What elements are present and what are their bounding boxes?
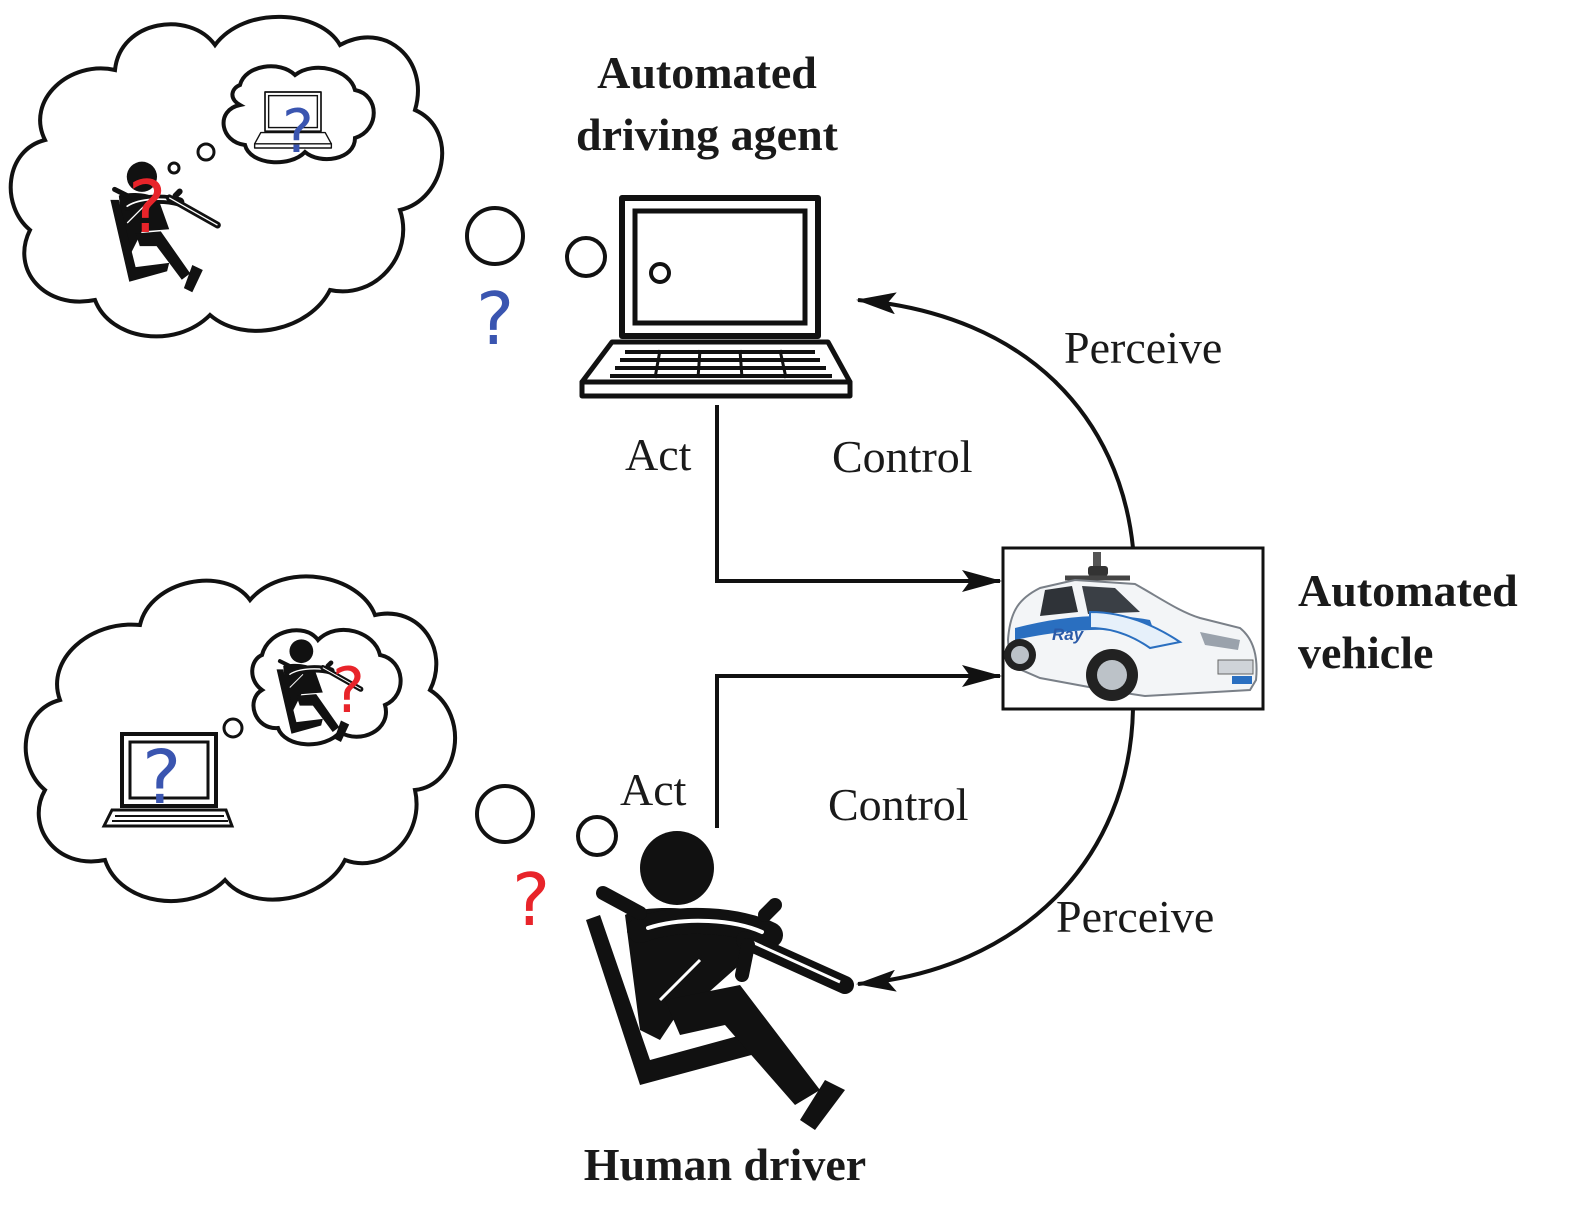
vehicle-title-line1: Automated [1298,565,1518,616]
perceive-arrow-to-agent [856,292,1135,549]
agent-title-line1: Automated [597,47,817,98]
agent-title-line2: driving agent [576,109,839,160]
act-label-bottom: Act [620,764,687,815]
question-mark-blue: ? [476,277,514,361]
thought-bubble-large [465,206,525,266]
agent-thought-cloud: ? ? [8,14,445,339]
thought-bubble-large [475,784,535,844]
driver-thought-cloud: ? ? [23,574,457,903]
act-label-top: Act [625,429,692,480]
perceive-arrow-to-driver [856,708,1135,992]
question-mark-blue: ? [282,97,314,167]
question-mark-red: ? [128,165,166,249]
mini-laptop-icon [101,732,235,828]
driver-title: Human driver [584,1139,866,1190]
driver-control-arrow [715,665,1002,828]
question-mark-blue: ? [142,735,181,821]
control-label-bottom: Control [828,779,969,830]
question-mark-red: ? [332,654,365,727]
car-photo: Ray [1001,546,1265,711]
thought-bubble-small [576,815,618,857]
question-mark-red: ? [512,858,550,942]
laptop-icon [579,195,853,399]
vehicle-title-line2: vehicle [1298,627,1433,678]
perceive-label-top: Perceive [1064,322,1222,373]
driver-seat-icon [586,831,854,1130]
perceive-label-bottom: Perceive [1056,891,1214,942]
car-brand-text: Ray [1052,625,1085,644]
control-label-top: Control [832,431,973,482]
agent-control-arrow [715,405,1002,592]
thought-bubble-small [565,236,607,278]
